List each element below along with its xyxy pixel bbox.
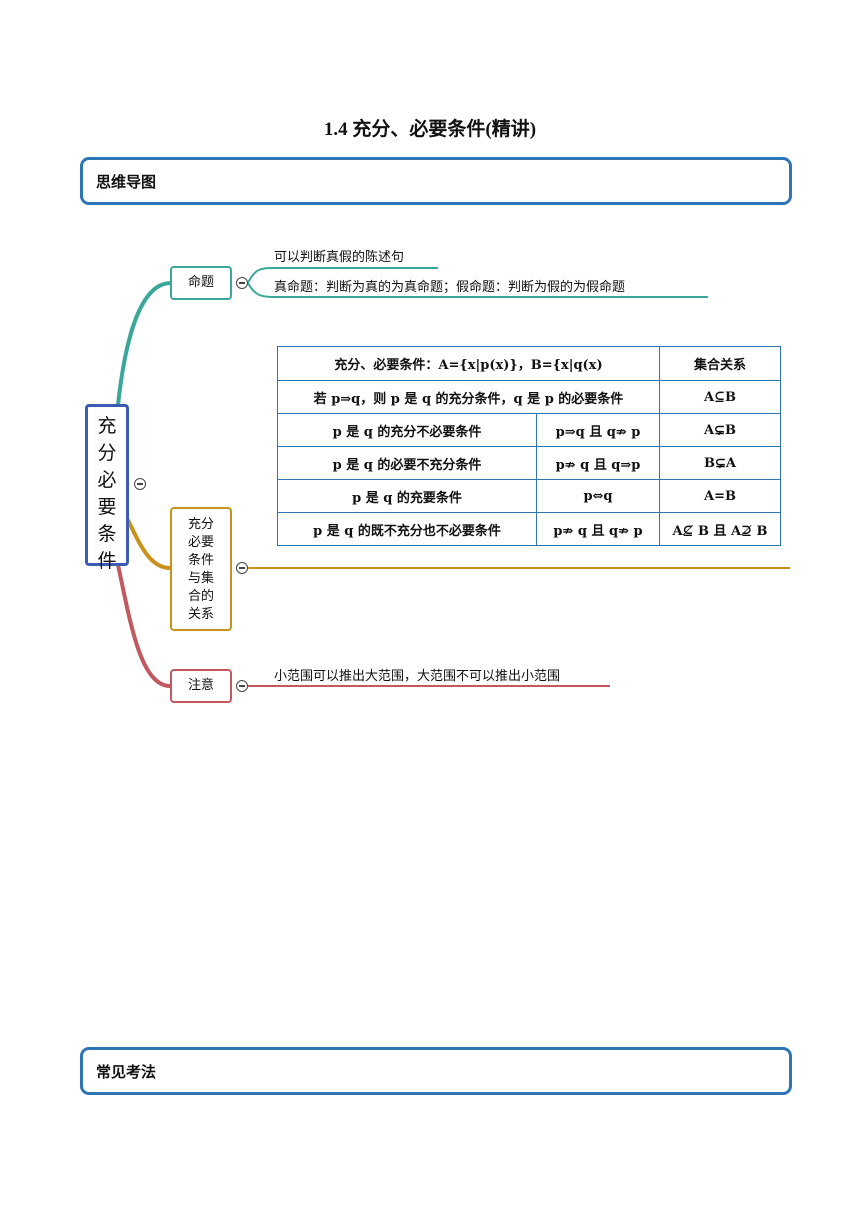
mindmap-node-relation[interactable]: 充分必要条件与集合的关系 xyxy=(170,507,232,631)
table-row: p 是 q 的充要条件 p⇔q A=B xyxy=(277,479,781,513)
table-row: p 是 q 的必要不充分条件 p⇏ q 且 q⇒p B⊊A xyxy=(277,446,781,480)
connector-leaf2 xyxy=(247,282,708,298)
table-cell: A⊈ B 且 A⊉ B xyxy=(659,512,781,546)
table-cell: p 是 q 的充分不必要条件 xyxy=(277,413,537,447)
collapse-mingti-icon[interactable] xyxy=(236,277,248,289)
table-header-cell: 充分、必要条件：A={x|p(x)}，B={x|q(x) xyxy=(277,346,660,381)
table-cell: B⊊A xyxy=(659,446,781,480)
table-cell: A⊆B xyxy=(659,380,781,414)
table-row: p 是 q 的充分不必要条件 p⇒q 且 q⇏ p A⊊B xyxy=(277,413,781,447)
collapse-relation-icon[interactable] xyxy=(236,562,248,574)
connector-zhuyi xyxy=(116,564,171,688)
table-row: p 是 q 的既不充分也不必要条件 p⇏ q 且 q⇏ p A⊈ B 且 A⊉ … xyxy=(277,512,781,546)
node-label: 注意 xyxy=(187,678,214,693)
connector-mingti xyxy=(116,281,171,406)
section-common-methods-header: 常见考法 xyxy=(80,1047,792,1095)
table-cell: p⇏ q 且 q⇏ p xyxy=(536,512,660,546)
table-header-cell: 集合关系 xyxy=(659,346,781,381)
table-cell: A⊊B xyxy=(659,413,781,447)
table-cell: p⇔q xyxy=(536,479,660,513)
section-label: 常见考法 xyxy=(96,1063,157,1081)
mindmap-node-mingti[interactable]: 命题 xyxy=(170,266,232,300)
table-cell: p⇏ q 且 q⇒p xyxy=(536,446,660,480)
table-cell: p 是 q 的必要不充分条件 xyxy=(277,446,537,480)
table-cell: A=B xyxy=(659,479,781,513)
collapse-zhuyi-icon[interactable] xyxy=(236,680,248,692)
mindmap-root-node[interactable]: 充分必要条件 xyxy=(85,404,129,572)
table-header-row: 充分、必要条件：A={x|p(x)}，B={x|q(x) 集合关系 xyxy=(277,346,781,381)
collapse-root-icon[interactable] xyxy=(134,478,146,490)
section-mindmap-header: 思维导图 xyxy=(80,157,792,205)
section-label: 思维导图 xyxy=(96,173,157,191)
leaf-mingti-truefalse: 真命题：判断为真的为真命题；假命题：判断为假的为假命题 xyxy=(274,280,626,295)
table-row: 若 p⇒q，则 p 是 q 的充分条件，q 是 p 的必要条件 A⊆B xyxy=(277,380,781,414)
mindmap-node-zhuyi[interactable]: 注意 xyxy=(170,669,232,703)
connector-leaf1 xyxy=(247,267,438,284)
node-label: 充分必要条件与集合的关系 xyxy=(187,517,214,622)
table-cell: 若 p⇒q，则 p 是 q 的充分条件，q 是 p 的必要条件 xyxy=(277,380,660,414)
leaf-zhuyi-note: 小范围可以推出大范围，大范围不可以推出小范围 xyxy=(274,669,561,684)
condition-set-relation-table: 充分、必要条件：A={x|p(x)}，B={x|q(x) 集合关系 若 p⇒q，… xyxy=(277,346,781,546)
node-label: 命题 xyxy=(187,275,214,290)
table-cell: p 是 q 的既不充分也不必要条件 xyxy=(277,512,537,546)
document-title: 1.4 充分、必要条件(精讲) xyxy=(323,119,537,140)
root-label: 充分必要条件 xyxy=(97,415,117,572)
table-cell: p⇒q 且 q⇏ p xyxy=(536,413,660,447)
table-cell: p 是 q 的充要条件 xyxy=(277,479,537,513)
connector-relation xyxy=(126,519,171,570)
leaf-mingti-definition: 可以判断真假的陈述句 xyxy=(274,250,405,265)
